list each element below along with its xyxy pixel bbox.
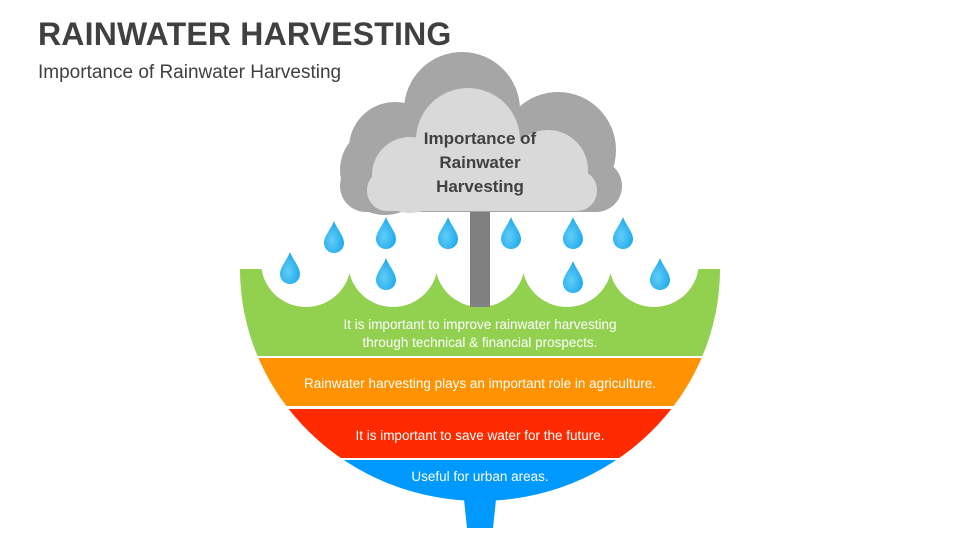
cloud-label-line-3: Harvesting xyxy=(436,177,524,196)
raindrop-icon xyxy=(324,221,344,253)
slide-title: RAINWATER HARVESTING xyxy=(38,16,452,52)
cloud-label-line-2: Rainwater xyxy=(439,153,521,172)
raindrop-icon xyxy=(438,217,458,249)
band-1-text-line-1: It is important to improve rainwater har… xyxy=(343,317,616,332)
band-1-text-line-2: through technical & financial prospects. xyxy=(363,335,598,350)
raindrop-icon xyxy=(613,217,633,249)
raindrop-icon xyxy=(376,258,396,290)
raindrop-icon xyxy=(376,217,396,249)
cloud-shape xyxy=(340,52,622,215)
slide-subtitle: Importance of Rainwater Harvesting xyxy=(38,62,342,83)
raindrop-icon xyxy=(650,258,670,290)
raindrop-icon xyxy=(563,217,583,249)
band-2-text: Rainwater harvesting plays an important … xyxy=(304,376,656,391)
raindrop-icon xyxy=(501,217,521,249)
scallops xyxy=(261,269,699,307)
band-3-text: It is important to save water for the fu… xyxy=(355,428,604,443)
raindrop-icon xyxy=(280,252,300,284)
pole xyxy=(470,205,490,307)
cloud-label-line-1: Importance of xyxy=(424,129,537,148)
band-orange xyxy=(240,358,720,406)
band-4-text: Useful for urban areas. xyxy=(411,469,548,484)
raindrop-icon xyxy=(563,261,583,293)
